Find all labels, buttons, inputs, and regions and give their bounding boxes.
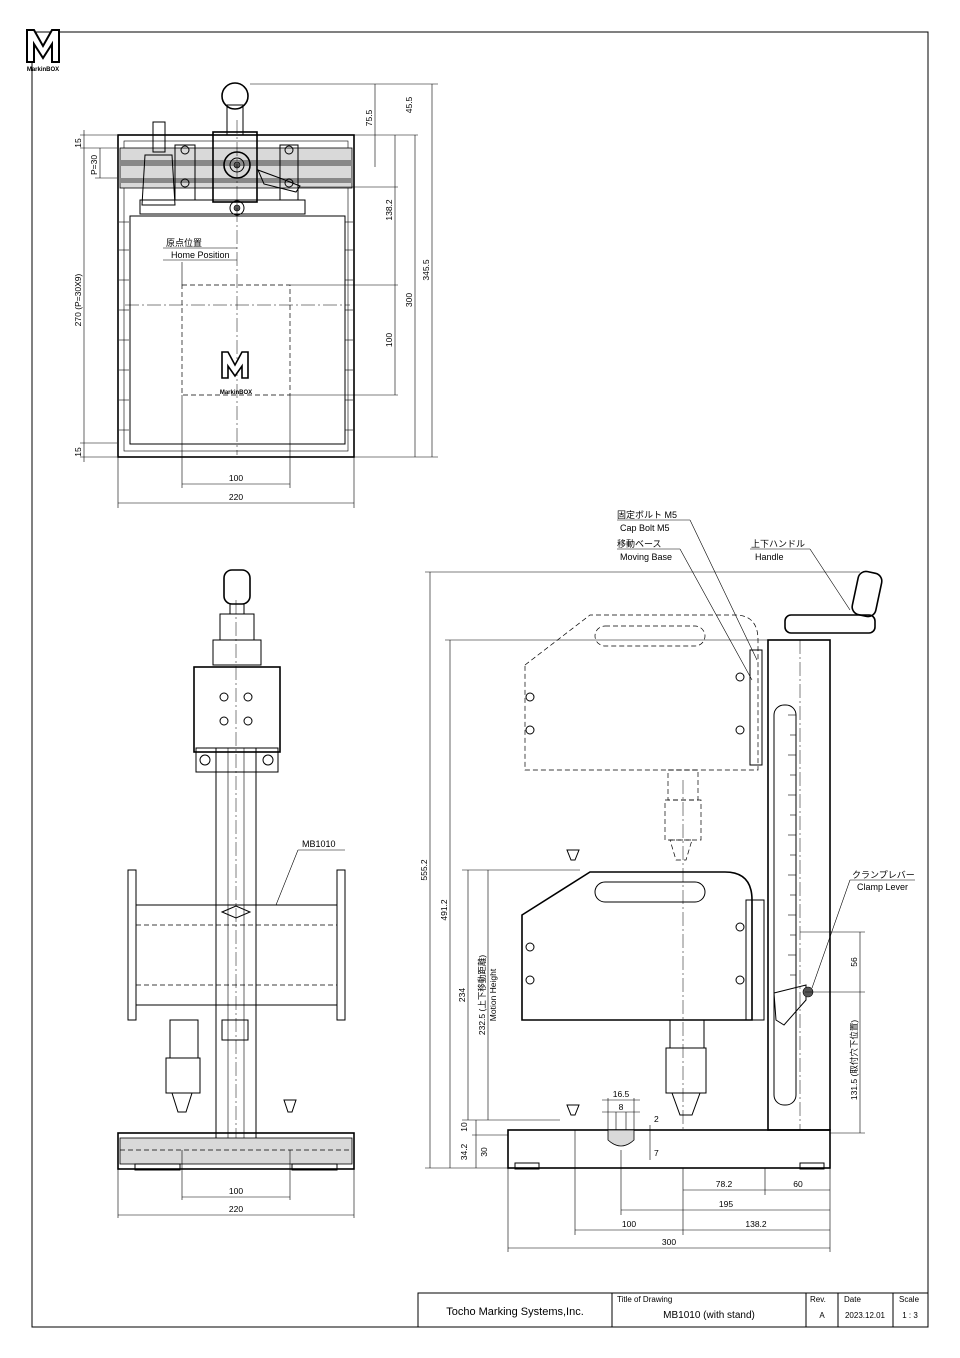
- dim-300-side: 300: [662, 1237, 676, 1247]
- dim-220: 220: [229, 492, 243, 502]
- logo-text: MarkinBOX: [27, 67, 59, 73]
- dim-300: 300: [404, 293, 414, 307]
- date-label: Date: [844, 1295, 861, 1304]
- dim-60: 60: [793, 1179, 803, 1189]
- dim-34-2: 34.2: [459, 1143, 469, 1160]
- company-name: Tocho Marking Systems,Inc.: [446, 1306, 584, 1318]
- dim-555-2: 555.2: [419, 859, 429, 881]
- side-view: 固定ボルト M5 Cap Bolt M5 移動ベース Moving Base 上…: [419, 509, 915, 1252]
- mounting-hole-dim: 131.5 (取付穴下位置): [849, 1020, 859, 1100]
- home-position-jp: 原点位置: [166, 237, 202, 248]
- motion-height-en: Motion Height: [488, 968, 498, 1021]
- moving-base-jp: 移動ベース: [617, 538, 662, 549]
- cap-bolt-en: Cap Bolt M5: [620, 523, 670, 533]
- dim-100-vertical: 100: [384, 333, 394, 347]
- dim-56: 56: [849, 957, 859, 967]
- handle-jp: 上下ハンドル: [751, 539, 805, 549]
- dim-30: 30: [479, 1147, 489, 1157]
- dim-pitch: P=30: [89, 155, 99, 175]
- scale-label: Scale: [899, 1295, 920, 1304]
- rev-label: Rev.: [810, 1295, 826, 1304]
- home-position-en: Home Position: [171, 250, 230, 260]
- dim-45-5: 45.5: [404, 96, 414, 113]
- dim-15-top: 15: [73, 138, 83, 148]
- dim-10: 10: [459, 1122, 469, 1132]
- motion-height-jp: 232.5 (上下移動距離): [477, 955, 487, 1035]
- dim-78-2: 78.2: [716, 1179, 733, 1189]
- dim-138-2: 138.2: [384, 199, 394, 221]
- top-view-logo-text: MarkinBOX: [220, 390, 252, 396]
- dim-15-bottom: 15: [73, 447, 83, 457]
- clamp-lever-en: Clamp Lever: [857, 882, 908, 892]
- top-view: 原点位置 Home Position MarkinBOX 15 P=30 270…: [73, 82, 438, 508]
- dim-7: 7: [654, 1148, 659, 1158]
- rev-value: A: [819, 1311, 825, 1320]
- handle-en: Handle: [755, 552, 784, 562]
- front-dim-100: 100: [229, 1186, 243, 1196]
- drawing-title: MB1010 (with stand): [663, 1310, 755, 1321]
- dim-195: 195: [719, 1199, 733, 1209]
- moving-base-en: Moving Base: [620, 552, 672, 562]
- dim-100-horizontal: 100: [229, 473, 243, 483]
- dim-100-side: 100: [622, 1219, 636, 1229]
- clamp-lever-jp: クランプレバー: [852, 870, 915, 880]
- dim-138-2-side: 138.2: [745, 1219, 767, 1229]
- dim-8: 8: [619, 1102, 624, 1112]
- markinbox-logo: MarkinBOX: [26, 29, 60, 73]
- dim-234: 234: [457, 988, 467, 1002]
- front-dim-220: 220: [229, 1204, 243, 1214]
- front-view: MB1010 100 220: [117, 569, 355, 1218]
- dim-75-5: 75.5: [364, 109, 374, 126]
- dim-345-5: 345.5: [421, 259, 431, 281]
- dim-16-5: 16.5: [613, 1089, 630, 1099]
- title-block: Tocho Marking Systems,Inc. Title of Draw…: [417, 1292, 929, 1328]
- dim-270: 270 (P=30X9): [73, 273, 83, 326]
- front-model-label: MB1010: [302, 839, 336, 849]
- scale-value: 1 : 3: [902, 1311, 918, 1320]
- dim-491-2: 491.2: [439, 899, 449, 921]
- dim-2: 2: [654, 1114, 659, 1124]
- title-label: Title of Drawing: [617, 1295, 672, 1304]
- cap-bolt-jp: 固定ボルト M5: [617, 509, 677, 520]
- date-value: 2023.12.01: [845, 1311, 886, 1320]
